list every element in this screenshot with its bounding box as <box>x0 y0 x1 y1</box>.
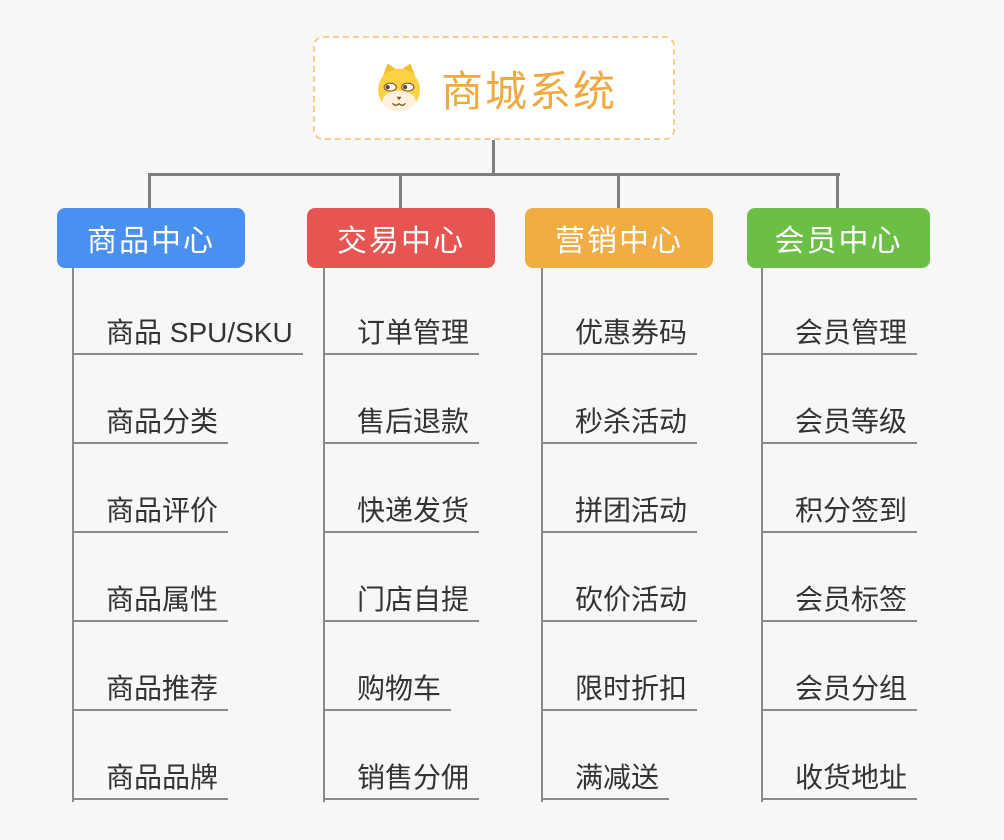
drop-connector-3 <box>617 175 620 208</box>
leaf-item[interactable]: 秒杀活动 <box>541 402 698 444</box>
root-node[interactable]: 商城系统 <box>313 36 675 140</box>
branch-label: 商品中心 <box>87 225 215 258</box>
leaf-item[interactable]: 商品分类 <box>72 402 229 444</box>
drop-connector-4 <box>836 175 839 208</box>
leaf-item[interactable]: 购物车 <box>323 669 452 711</box>
leaf-item[interactable]: 门店自提 <box>323 580 480 622</box>
root-stem-connector <box>492 140 495 175</box>
leaf-item[interactable]: 砍价活动 <box>541 580 698 622</box>
branch-trunk-connector <box>541 268 543 802</box>
branch-node-1[interactable]: 商品中心 <box>57 208 245 268</box>
leaf-item[interactable]: 优惠券码 <box>541 313 698 355</box>
leaf-item[interactable]: 满减送 <box>541 758 670 800</box>
branch-node-2[interactable]: 交易中心 <box>307 208 495 268</box>
leaf-item[interactable]: 商品 SPU/SKU <box>72 313 303 355</box>
branch-bus-connector <box>148 173 840 176</box>
leaf-item[interactable]: 订单管理 <box>323 313 480 355</box>
branch-trunk-connector <box>323 268 325 802</box>
dog-face-icon <box>371 60 427 116</box>
leaf-item[interactable]: 售后退款 <box>323 402 480 444</box>
leaf-item[interactable]: 销售分佣 <box>323 758 480 800</box>
leaf-item[interactable]: 快递发货 <box>323 491 480 533</box>
root-title: 商城系统 <box>440 67 617 115</box>
leaf-item[interactable]: 拼团活动 <box>541 491 698 533</box>
leaf-item[interactable]: 积分签到 <box>761 491 918 533</box>
leaf-item[interactable]: 商品属性 <box>72 580 229 622</box>
branch-trunk-connector <box>761 268 763 802</box>
branch-node-4[interactable]: 会员中心 <box>747 208 930 268</box>
leaf-item[interactable]: 商品评价 <box>72 491 229 533</box>
leaf-item[interactable]: 收货地址 <box>761 758 918 800</box>
drop-connector-1 <box>148 175 151 208</box>
leaf-item[interactable]: 会员管理 <box>761 313 918 355</box>
branch-trunk-connector <box>72 268 74 802</box>
leaf-item[interactable]: 商品推荐 <box>72 669 229 711</box>
branch-node-3[interactable]: 营销中心 <box>525 208 713 268</box>
leaf-item[interactable]: 商品品牌 <box>72 758 229 800</box>
branch-label: 会员中心 <box>774 225 903 258</box>
branch-label: 营销中心 <box>555 225 683 258</box>
leaf-item[interactable]: 会员等级 <box>761 402 918 444</box>
leaf-item[interactable]: 限时折扣 <box>541 669 698 711</box>
leaf-item[interactable]: 会员标签 <box>761 580 918 622</box>
leaf-item[interactable]: 会员分组 <box>761 669 918 711</box>
branch-label: 交易中心 <box>337 225 465 258</box>
drop-connector-2 <box>399 175 402 208</box>
